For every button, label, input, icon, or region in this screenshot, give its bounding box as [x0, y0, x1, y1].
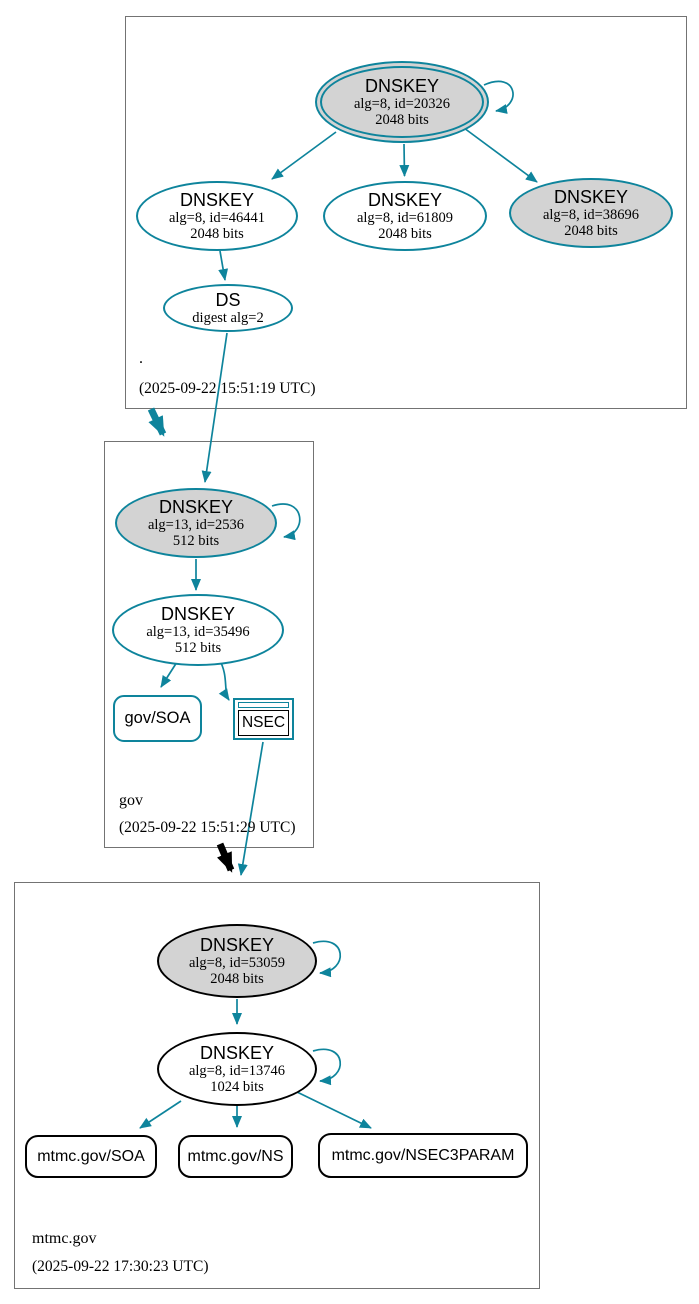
ksk-double-ring: [320, 66, 484, 138]
dnskey-20326-node: DNSKEY alg=8, id=20326 2048 bits: [315, 61, 489, 143]
dnskey-bits: 2048 bits: [210, 971, 264, 987]
zone-name-root: .: [139, 350, 143, 367]
dnskey-35496-node: DNSKEY alg=13, id=35496 512 bits: [112, 594, 284, 666]
dnskey-detail: alg=8, id=46441: [168, 209, 266, 226]
nsec-header-bar: [238, 702, 289, 708]
dnskey-title: DNSKEY: [553, 186, 628, 207]
nsec-node: NSEC: [233, 698, 294, 740]
dnskey-bits: 2048 bits: [375, 112, 429, 128]
zone-name-mtmc-gov: mtmc.gov: [32, 1230, 97, 1247]
dnskey-bits: 1024 bits: [210, 1079, 264, 1095]
edge-root-to-gov-delegation: [147, 407, 167, 437]
zone-timestamp-gov: (2025-09-22 15:51:29 UTC): [119, 819, 296, 836]
rrset-mtmc-nsec3param-node: mtmc.gov/NSEC3PARAM: [318, 1133, 528, 1178]
rrset-mtmc-soa-node: mtmc.gov/SOA: [25, 1135, 157, 1178]
dnskey-bits: 512 bits: [172, 533, 220, 549]
dnskey-13746-node: DNSKEY alg=8, id=13746 1024 bits: [157, 1032, 317, 1106]
zone-box-mtmc-gov: [14, 882, 540, 1289]
dnskey-bits: 2048 bits: [378, 226, 432, 242]
rrset-label: gov/SOA: [124, 709, 191, 727]
ds-detail: digest alg=2: [192, 309, 264, 326]
dnskey-title: DNSKEY: [160, 603, 235, 624]
rrset-label: mtmc.gov/NS: [187, 1147, 284, 1165]
dnskey-title: DNSKEY: [199, 934, 274, 955]
ds-title: DS: [215, 289, 241, 310]
zone-timestamp-root: (2025-09-22 15:51:19 UTC): [139, 380, 316, 397]
dnskey-38696-node: DNSKEY alg=8, id=38696 2048 bits: [509, 178, 673, 248]
rrset-label: mtmc.gov/SOA: [37, 1147, 145, 1165]
dnskey-title: DNSKEY: [179, 189, 254, 210]
rrset-label: mtmc.gov/NSEC3PARAM: [331, 1146, 515, 1164]
rrset-gov-soa-node: gov/SOA: [113, 695, 202, 742]
dnskey-detail: alg=13, id=35496: [146, 623, 250, 640]
dnskey-title: DNSKEY: [364, 75, 439, 96]
dnskey-detail: alg=8, id=13746: [188, 1062, 286, 1079]
dnskey-title: DNSKEY: [158, 496, 233, 517]
dnskey-detail: alg=8, id=61809: [356, 209, 454, 226]
dnskey-detail: alg=8, id=53059: [188, 954, 286, 971]
dnskey-title: DNSKEY: [199, 1042, 274, 1063]
dnskey-detail: alg=8, id=20326: [353, 95, 451, 112]
zone-timestamp-mtmc-gov: (2025-09-22 17:30:23 UTC): [32, 1258, 209, 1275]
dnskey-2536-node: DNSKEY alg=13, id=2536 512 bits: [115, 488, 277, 558]
zone-name-gov: gov: [119, 792, 143, 809]
rrset-mtmc-ns-node: mtmc.gov/NS: [178, 1135, 293, 1178]
nsec-label: NSEC: [241, 714, 286, 731]
ds-node: DS digest alg=2: [163, 284, 293, 332]
dnskey-bits: 2048 bits: [564, 223, 618, 239]
nsec-cell: NSEC: [238, 710, 289, 736]
dnskey-bits: 512 bits: [174, 640, 222, 656]
dnskey-46441-node: DNSKEY alg=8, id=46441 2048 bits: [136, 181, 298, 251]
dnskey-title: DNSKEY: [367, 189, 442, 210]
dnskey-bits: 2048 bits: [190, 226, 244, 242]
dnskey-61809-node: DNSKEY alg=8, id=61809 2048 bits: [323, 181, 487, 251]
dnskey-detail: alg=13, id=2536: [147, 516, 245, 533]
zone-box-root: [125, 16, 687, 409]
dnskey-detail: alg=8, id=38696: [542, 206, 640, 223]
dnskey-53059-node: DNSKEY alg=8, id=53059 2048 bits: [157, 924, 317, 998]
